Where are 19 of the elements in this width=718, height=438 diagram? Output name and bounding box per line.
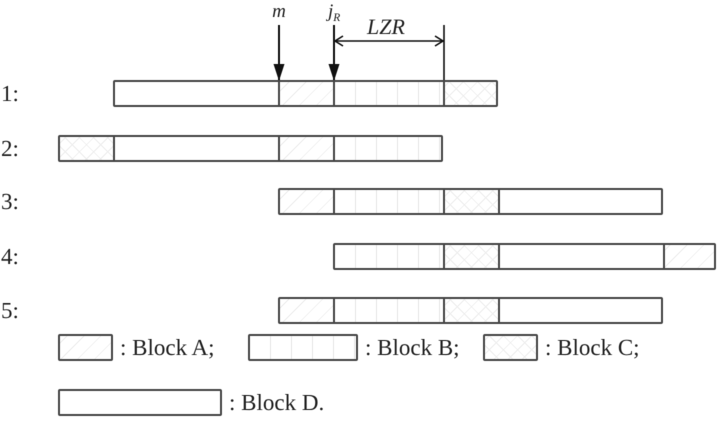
- segmented-bar: [333, 243, 716, 270]
- row-label: 1:: [1, 80, 19, 107]
- legend-text: : Block B;: [365, 334, 460, 361]
- legend-text: : Block A;: [120, 334, 215, 361]
- arrow: [274, 25, 284, 81]
- row-label: 3:: [1, 188, 19, 215]
- variable-label: m: [268, 1, 290, 23]
- legend-text: : Block D.: [229, 389, 324, 416]
- segmented-bar: [113, 80, 498, 107]
- segmented-bar: [278, 188, 663, 215]
- variable-label: j$_{R}$: [328, 1, 340, 23]
- segmented-bar: [58, 135, 443, 162]
- row-label: 2:: [1, 135, 19, 162]
- arrow: [328, 25, 340, 81]
- dimension-label: LZR: [367, 16, 405, 38]
- row-label: 5:: [1, 297, 19, 324]
- row-label: 4:: [1, 243, 19, 270]
- legend-text: : Block C;: [545, 334, 640, 361]
- segmented-bar: [278, 297, 663, 324]
